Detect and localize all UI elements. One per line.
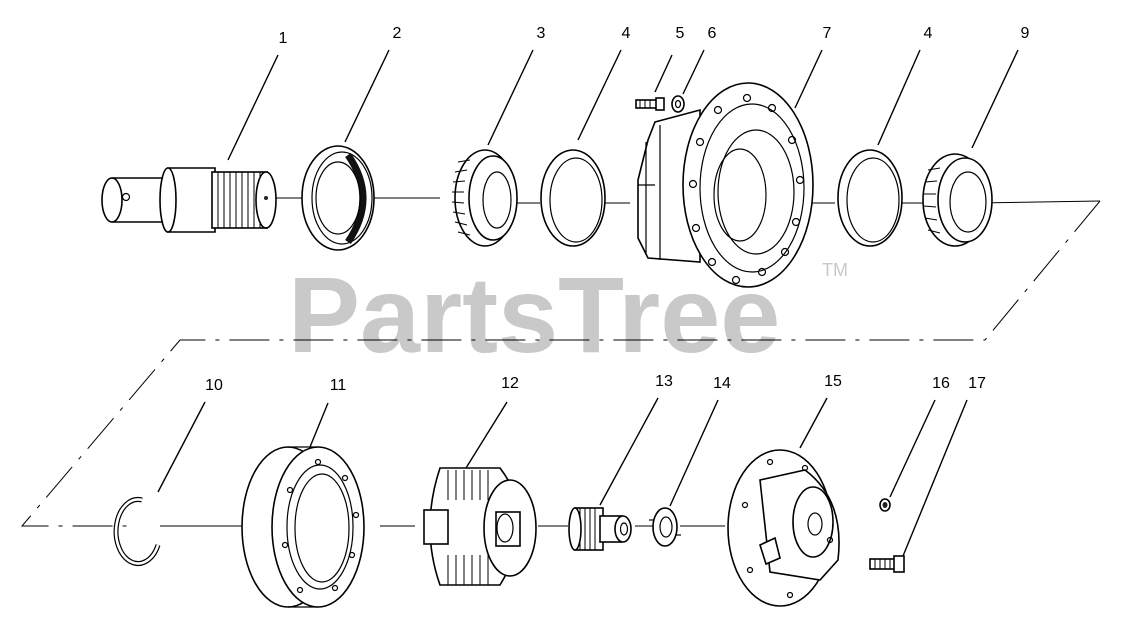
part-12-planet-carrier xyxy=(423,467,537,586)
callout-11: 11 xyxy=(330,377,347,394)
part-1-splined-shaft xyxy=(101,167,277,233)
callout-17: 17 xyxy=(968,375,986,392)
watermark-text: PartsTree xyxy=(288,254,780,375)
callout-6: 6 xyxy=(708,25,717,42)
callout-2: 2 xyxy=(393,25,402,42)
callout-12: 12 xyxy=(501,375,519,392)
part-6-washer xyxy=(671,95,685,113)
part-4-cup-left xyxy=(540,149,606,247)
part-4-cup-right xyxy=(837,149,903,247)
part-15-cover xyxy=(727,449,840,607)
watermark-trademark: TM xyxy=(822,260,848,280)
part-10-retaining-ring xyxy=(113,497,161,566)
callout-15: 15 xyxy=(824,373,842,390)
assembly-path-connector xyxy=(20,200,1101,527)
part-11-ring-gear xyxy=(241,446,365,608)
callout-3: 3 xyxy=(537,25,546,42)
part-13-sun-gear xyxy=(568,507,632,551)
part-14-thrust-washer xyxy=(649,507,681,547)
callout-5: 5 xyxy=(676,25,685,42)
part-17-bolt xyxy=(869,555,905,573)
callout-13: 13 xyxy=(655,373,673,390)
part-7-hub xyxy=(637,82,814,288)
callout-4-right: 4 xyxy=(924,25,933,42)
part-9-bearing xyxy=(922,153,993,247)
callout-14: 14 xyxy=(713,375,731,392)
callout-9: 9 xyxy=(1021,25,1030,42)
callout-7: 7 xyxy=(823,25,832,42)
callout-16: 16 xyxy=(932,375,950,392)
part-16-plug xyxy=(879,498,891,512)
callout-10: 10 xyxy=(205,377,223,394)
callout-1: 1 xyxy=(279,30,288,47)
leader-lines xyxy=(157,49,1019,557)
part-3-roller-bearing xyxy=(451,149,518,247)
part-2-bearing-cup xyxy=(301,145,375,251)
callout-4-left: 4 xyxy=(622,25,631,42)
part-5-bolt xyxy=(635,97,665,111)
